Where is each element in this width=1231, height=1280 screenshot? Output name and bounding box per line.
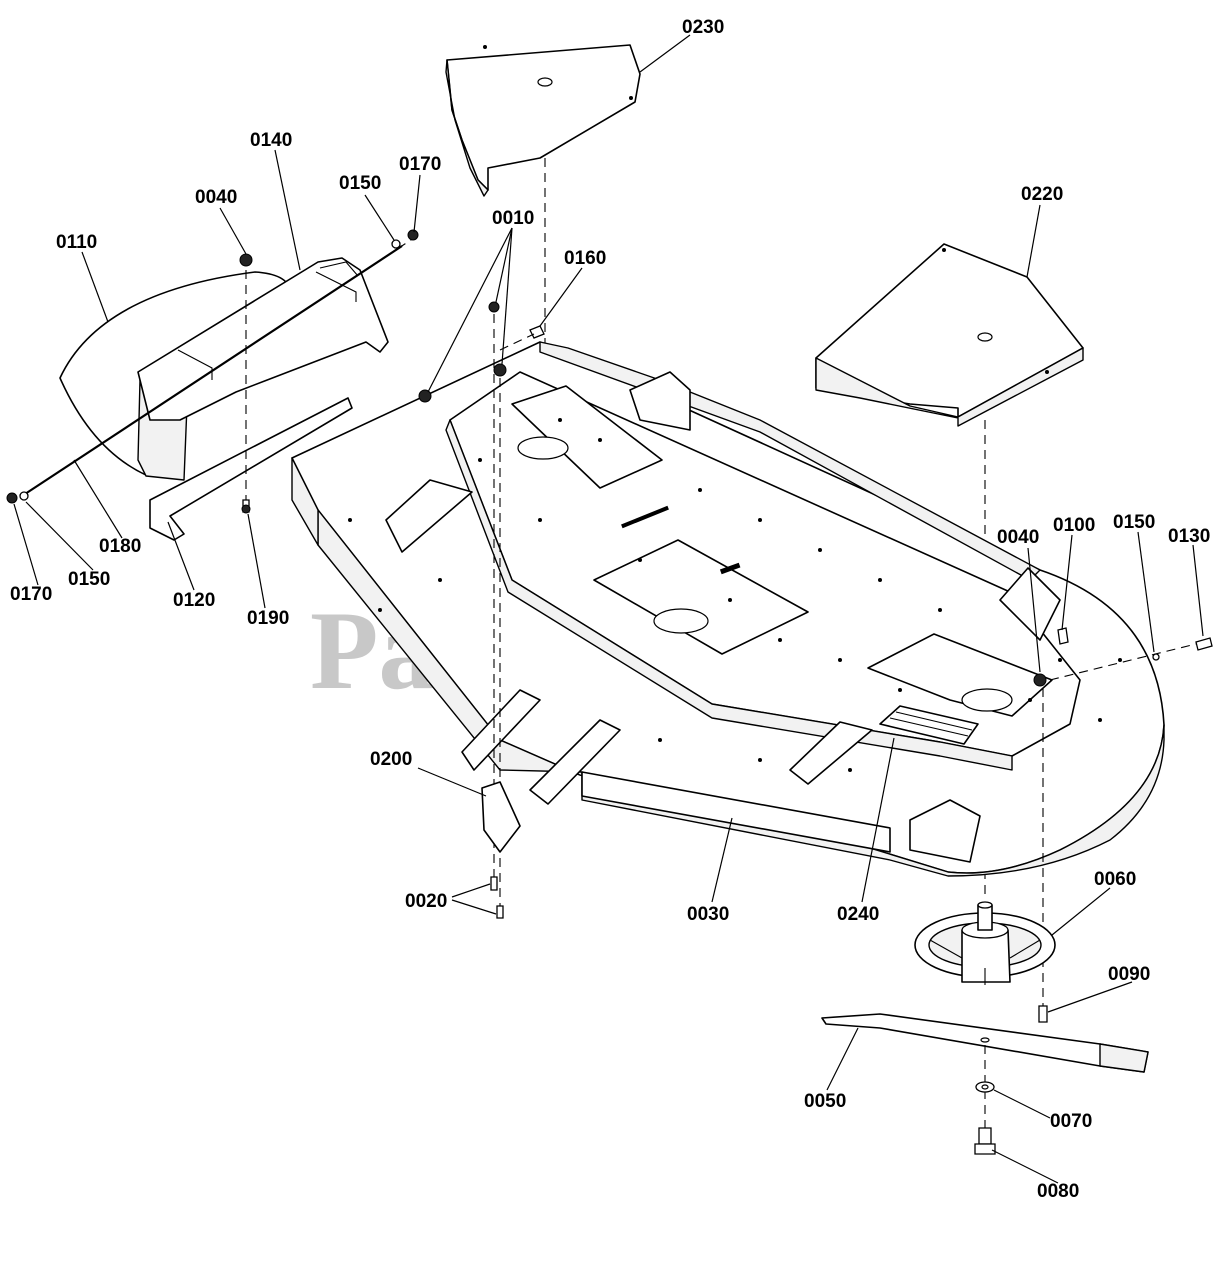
belt-cover-right-0220 (815, 243, 1084, 900)
callout-0030: 0030 (687, 904, 729, 925)
blade-washer-0070 (975, 1081, 995, 1093)
callout-0120: 0120 (173, 590, 215, 611)
callout-0150-left: 0150 (68, 569, 110, 590)
callout-0080: 0080 (1037, 1181, 1079, 1202)
callout-0160: 0160 (564, 248, 606, 269)
blade-bolt-0080 (974, 1127, 996, 1155)
callout-0010: 0010 (492, 208, 534, 229)
mower-blade-0050 (821, 1013, 1149, 1145)
deflector-strap-0120 (149, 397, 353, 541)
chute-hardware (6, 229, 419, 514)
callout-0170-top: 0170 (399, 154, 441, 175)
mower-deck-housing-0030 (291, 341, 1165, 877)
callout-0070: 0070 (1050, 1111, 1092, 1132)
callout-0200: 0200 (370, 749, 412, 770)
deck-rivets (348, 418, 1122, 772)
callout-0230: 0230 (682, 17, 724, 38)
callout-0150-right: 0150 (1113, 512, 1155, 533)
callout-0040-right: 0040 (997, 527, 1039, 548)
deck-hardware (418, 301, 1213, 1010)
callout-0090: 0090 (1108, 964, 1150, 985)
callout-0180: 0180 (99, 536, 141, 557)
callout-0140: 0140 (250, 130, 292, 151)
callout-0060: 0060 (1094, 869, 1136, 890)
callout-labels: 0230 0140 0170 0150 0040 0110 0010 0160 … (10, 17, 1210, 1202)
spindle-assembly-0060 (914, 901, 1056, 1023)
callout-0150-top: 0150 (339, 173, 381, 194)
callout-0190: 0190 (247, 608, 289, 629)
callout-0130: 0130 (1168, 526, 1210, 547)
leader-lines (13, 34, 1204, 1184)
callout-0110: 0110 (56, 232, 97, 253)
callout-0040-left: 0040 (195, 187, 237, 208)
callout-0170-left: 0170 (10, 584, 52, 605)
callout-0050: 0050 (804, 1091, 846, 1112)
callout-0220: 0220 (1021, 184, 1063, 205)
deflector-rod-0180 (21, 233, 421, 497)
callout-0240: 0240 (837, 904, 879, 925)
callout-0100: 0100 (1053, 515, 1095, 536)
callout-0020: 0020 (405, 891, 447, 912)
